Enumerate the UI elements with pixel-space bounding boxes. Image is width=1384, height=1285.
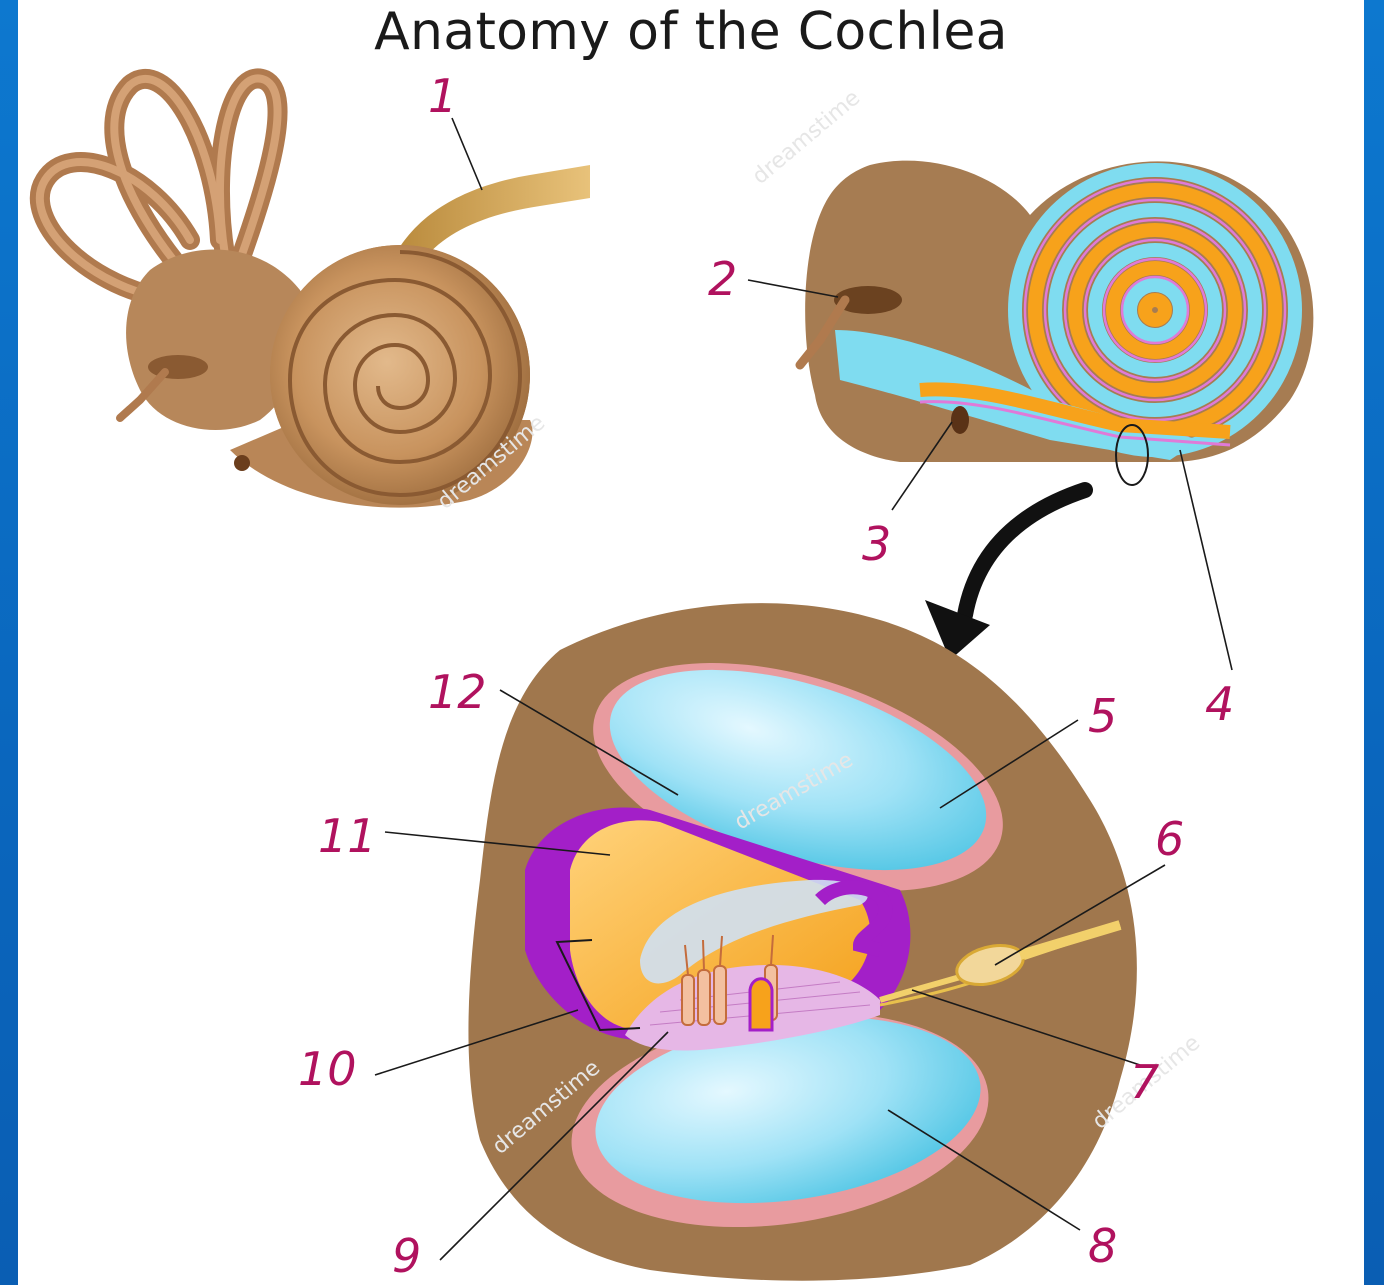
cochlea-spiral-illustration <box>795 160 1314 486</box>
label-6: 6 <box>1155 812 1184 866</box>
label-9: 9 <box>392 1229 421 1283</box>
number-labels: 1 2 3 4 5 6 7 8 9 10 11 12 <box>298 69 1234 1283</box>
cochlear-duct-cross-section <box>468 603 1137 1281</box>
leader-lines <box>374 117 1233 1261</box>
label-10: 10 <box>298 1042 357 1096</box>
vestibule-shape <box>126 249 308 430</box>
label-1: 1 <box>428 69 457 123</box>
label-8: 8 <box>1088 1219 1117 1273</box>
cochlear-nerve-shape <box>395 165 590 265</box>
label-2: 2 <box>708 252 737 306</box>
label-12: 12 <box>428 665 487 719</box>
label-7: 7 <box>1130 1055 1159 1109</box>
inner-ear-illustration <box>29 68 590 508</box>
label-5: 5 <box>1088 689 1117 743</box>
diagram-title: Anatomy of the Cochlea <box>374 2 1008 62</box>
label-4: 4 <box>1205 677 1234 731</box>
label-3: 3 <box>862 517 891 571</box>
watermark-text: dreamstime <box>748 86 865 190</box>
zoom-arrow <box>925 482 1093 660</box>
label-11: 11 <box>318 809 377 863</box>
